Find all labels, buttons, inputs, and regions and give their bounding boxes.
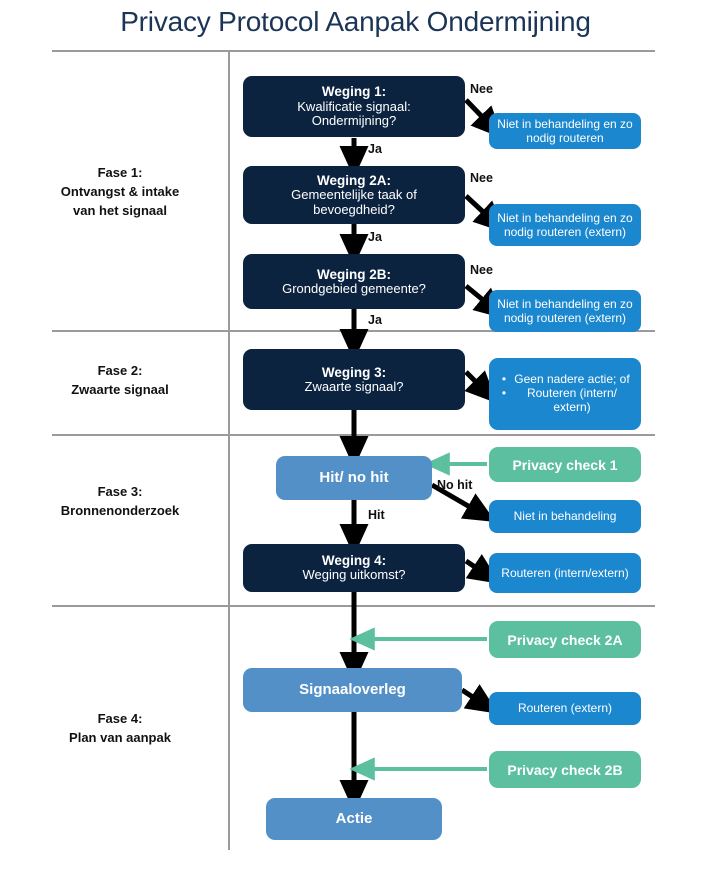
edge-label-ja-2b: Ja	[368, 313, 382, 327]
outcome-niet-in-behandeling-2a[interactable]: Niet in behandeling en zo nodig routeren…	[489, 204, 641, 246]
phase-label-fase3: Fase 3: Bronnenonderzoek	[20, 483, 220, 521]
node-weging-3[interactable]: Weging 3: Zwaarte signaal?	[243, 349, 465, 410]
node-weging-4[interactable]: Weging 4: Weging uitkomst?	[243, 544, 465, 592]
outcome-routeren-extern[interactable]: Routeren (extern)	[489, 692, 641, 725]
edge-label-nee-1: Nee	[470, 82, 493, 96]
phase-label-line2: Bronnenonderzoek	[60, 502, 180, 518]
phase-label-fase2: Fase 2: Zwaarte signaal	[20, 362, 220, 400]
privacy-check-2a[interactable]: Privacy check 2A	[489, 621, 641, 658]
bullet-dot-icon: •	[501, 372, 507, 387]
bullet-item-2: • Routeren (intern/ extern)	[497, 386, 633, 415]
divider-top	[52, 50, 655, 52]
edge-label-no-hit: No hit	[437, 478, 473, 492]
divider-fase2-fase3	[52, 434, 655, 436]
vertical-separator	[228, 50, 230, 850]
node-weging-1-line2: Kwalificatie signaal:	[297, 98, 411, 114]
node-weging-1-title: Weging 1:	[321, 84, 387, 100]
node-hit-no-hit[interactable]: Hit/ no hit	[276, 456, 432, 500]
outcome-routeren-intern-extern[interactable]: Routeren (intern/extern)	[489, 553, 641, 593]
node-weging-2b[interactable]: Weging 2B: Grondgebied gemeente?	[243, 254, 465, 309]
node-weging-2b-title: Weging 2B:	[317, 266, 391, 282]
node-signaaloverleg-title: Signaaloverleg	[299, 680, 406, 698]
bullet-item-1-text: Geen nadere actie; of	[514, 372, 630, 387]
page-title: Privacy Protocol Aanpak Ondermijning	[120, 6, 591, 37]
node-weging-4-title: Weging 4:	[321, 553, 387, 569]
phase-label-line1: Fase 2:	[97, 363, 143, 378]
phase-label-line1: Fase 1:	[97, 165, 143, 180]
phase-label-line1: Fase 3:	[97, 484, 143, 499]
node-weging-2a-line3: bevoegdheid?	[313, 201, 395, 217]
phase-label-line1: Fase 4:	[97, 711, 143, 726]
phase-label-fase1: Fase 1: Ontvangst & intake van het signa…	[20, 164, 220, 221]
outcome-niet-in-behandeling-1[interactable]: Niet in behandeling en zo nodig routeren	[489, 113, 641, 149]
node-hit-no-hit-title: Hit/ no hit	[319, 468, 389, 486]
node-weging-2a[interactable]: Weging 2A: Gemeentelijke taak of bevoegd…	[243, 166, 465, 224]
edge-label-hit: Hit	[368, 508, 385, 522]
node-actie[interactable]: Actie	[266, 798, 442, 840]
outcome-niet-in-behandeling-2b[interactable]: Niet in behandeling en zo nodig routeren…	[489, 290, 641, 332]
node-weging-3-title: Weging 3:	[321, 364, 387, 380]
bullet-item-1: • Geen nadere actie; of	[497, 372, 633, 387]
privacy-check-1[interactable]: Privacy check 1	[489, 447, 641, 482]
edge-label-nee-2b: Nee	[470, 263, 493, 277]
phase-label-line2: Zwaarte signaal	[71, 381, 169, 397]
node-weging-2a-title: Weging 2A:	[317, 172, 391, 188]
bullet-item-2-text: Routeren (intern/ extern)	[526, 386, 618, 414]
node-signaaloverleg[interactable]: Signaaloverleg	[243, 668, 462, 712]
arrow-weging3-to-bullets	[464, 370, 498, 404]
arrow-signaaloverleg-to-out-extern	[460, 684, 499, 714]
outcome-niet-in-behandeling-nohit[interactable]: Niet in behandeling	[489, 500, 641, 533]
edge-label-ja-2a: Ja	[368, 230, 382, 244]
node-weging-4-line2: Weging uitkomst?	[302, 567, 406, 583]
edge-label-ja-1: Ja	[368, 142, 382, 156]
arrow-weging4-to-out-routeren	[464, 554, 501, 584]
node-actie-title: Actie	[335, 809, 373, 827]
node-weging-3-line2: Zwaarte signaal?	[304, 378, 404, 394]
node-weging-1-line3: Ondermijning?	[311, 113, 397, 129]
outcome-bullet-box[interactable]: • Geen nadere actie; of • Routeren (inte…	[489, 358, 641, 430]
edge-label-nee-2a: Nee	[470, 171, 493, 185]
phase-label-line2: Plan van aanpak	[69, 729, 171, 745]
divider-fase3-fase4	[52, 605, 655, 607]
phase-label-line3: van het signaal	[73, 202, 167, 218]
privacy-check-2b[interactable]: Privacy check 2B	[489, 751, 641, 788]
node-weging-2a-line2: Gemeentelijke taak of	[291, 187, 417, 202]
node-weging-2b-line2: Grondgebied gemeente?	[282, 280, 426, 296]
phase-label-line2: Ontvangst & intake	[60, 183, 180, 199]
phase-label-fase4: Fase 4: Plan van aanpak	[20, 710, 220, 748]
node-weging-1[interactable]: Weging 1: Kwalificatie signaal: Ondermij…	[243, 76, 465, 137]
bullet-dot-icon: •	[501, 386, 507, 401]
